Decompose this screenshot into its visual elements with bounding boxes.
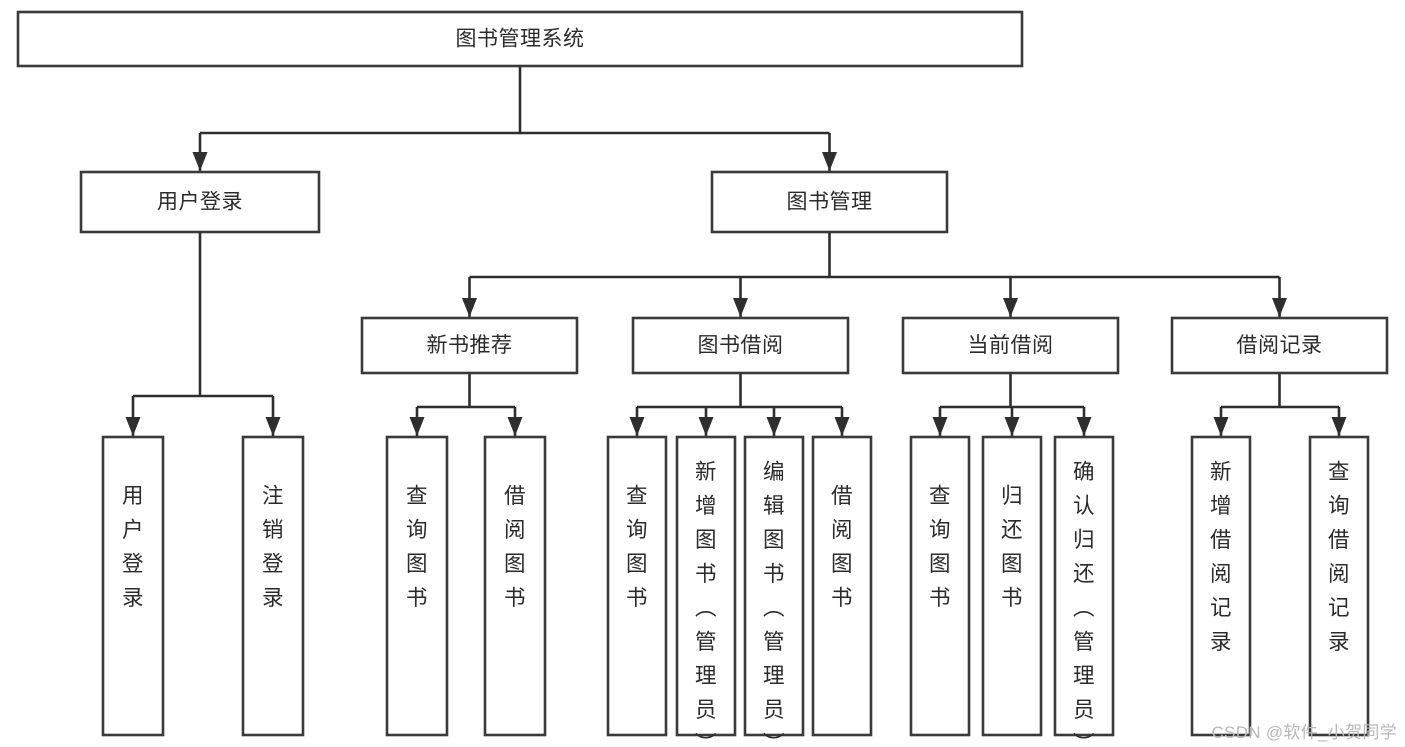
arrow-head-icon xyxy=(1003,298,1018,317)
node-label-leaf-query-book-cur: 查询图书 xyxy=(929,484,951,610)
node-label-leaf-edit-book: 编辑图书︵管理员︶ xyxy=(763,460,785,747)
arrow-head-icon xyxy=(507,417,523,436)
arrow-head-icon xyxy=(629,417,645,436)
node-label-book-borrow: 图书借阅 xyxy=(698,334,784,357)
node-leaf-user-login[interactable]: 用户登录 xyxy=(101,435,165,737)
arrow-head-icon xyxy=(192,152,208,171)
node-box-leaf-borrow-book xyxy=(811,435,873,737)
node-leaf-edit-book[interactable]: 编辑图书︵管理员︶ xyxy=(743,435,805,747)
node-label-leaf-user-login: 用户登录 xyxy=(122,484,144,610)
node-leaf-query-book-borrow[interactable]: 查询图书 xyxy=(606,435,668,737)
arrow-head-icon xyxy=(125,417,141,436)
node-box-leaf-query-record xyxy=(1308,435,1370,737)
node-label-leaf-logout: 注销登录 xyxy=(262,484,284,610)
arrow-head-icon xyxy=(822,152,837,171)
node-label-new-book-rec: 新书推荐 xyxy=(427,334,513,357)
node-label-leaf-confirm-return: 确认归还︵管理员︶ xyxy=(1073,460,1095,747)
node-new-book-rec[interactable]: 新书推荐 xyxy=(360,316,579,375)
arrow-head-icon xyxy=(1331,417,1347,436)
node-box-leaf-query-book-borrow xyxy=(606,435,668,737)
arrow-head-icon xyxy=(1004,417,1020,436)
node-box-root xyxy=(16,10,1024,68)
node-label-leaf-borrow-book: 借阅图书 xyxy=(831,484,853,610)
node-root[interactable]: 图书管理系统 xyxy=(16,10,1024,68)
node-borrow-record[interactable]: 借阅记录 xyxy=(1170,316,1389,375)
node-box-leaf-logout xyxy=(241,435,305,737)
node-box-leaf-add-book xyxy=(675,435,737,737)
node-leaf-add-record[interactable]: 新增借阅记录 xyxy=(1190,435,1252,737)
node-label-leaf-query-book-borrow: 查询图书 xyxy=(626,484,648,610)
node-box-current-borrow xyxy=(901,316,1120,375)
arrow-head-icon xyxy=(462,298,477,317)
node-label-leaf-query-book-rec: 查询图书 xyxy=(406,484,428,610)
node-leaf-confirm-return[interactable]: 确认归还︵管理员︶ xyxy=(1053,435,1115,747)
arrow-head-icon xyxy=(932,417,948,436)
csdn-watermark: CSDN @软件_小贺同学 xyxy=(1211,723,1397,742)
node-box-book-manage xyxy=(710,170,949,234)
node-leaf-query-book-rec[interactable]: 查询图书 xyxy=(385,435,449,737)
node-label-leaf-borrow-book-rec: 借阅图书 xyxy=(504,484,526,610)
node-label-current-borrow: 当前借阅 xyxy=(968,334,1054,357)
node-box-leaf-borrow-book-rec xyxy=(483,435,547,737)
node-box-leaf-edit-book xyxy=(743,435,805,737)
node-book-borrow[interactable]: 图书借阅 xyxy=(631,316,850,375)
arrow-head-icon xyxy=(698,417,714,436)
node-label-user-login: 用户登录 xyxy=(157,191,243,214)
arrow-head-icon xyxy=(409,417,425,436)
node-label-borrow-record: 借阅记录 xyxy=(1237,334,1323,357)
arrow-head-icon xyxy=(1076,417,1092,436)
arrow-head-icon xyxy=(834,417,850,436)
node-box-leaf-query-book-rec xyxy=(385,435,449,737)
node-label-leaf-add-book: 新增图书︵管理员︶ xyxy=(695,460,717,747)
node-box-leaf-confirm-return xyxy=(1053,435,1115,737)
arrow-head-icon xyxy=(766,417,782,436)
arrow-head-icon xyxy=(265,417,281,436)
node-leaf-logout[interactable]: 注销登录 xyxy=(241,435,305,737)
node-leaf-borrow-book[interactable]: 借阅图书 xyxy=(811,435,873,737)
node-leaf-query-book-cur[interactable]: 查询图书 xyxy=(909,435,971,737)
node-current-borrow[interactable]: 当前借阅 xyxy=(901,316,1120,375)
node-box-leaf-return-book xyxy=(981,435,1043,737)
node-box-user-login xyxy=(79,170,321,234)
node-label-book-manage: 图书管理 xyxy=(787,191,873,214)
node-layer: 图书管理系统用户登录图书管理新书推荐图书借阅当前借阅借阅记录用户登录注销登录查询… xyxy=(16,10,1389,747)
node-user-login[interactable]: 用户登录 xyxy=(79,170,321,234)
node-box-new-book-rec xyxy=(360,316,579,375)
node-label-leaf-add-record: 新增借阅记录 xyxy=(1210,460,1232,654)
arrow-head-icon xyxy=(733,298,748,317)
node-box-leaf-user-login xyxy=(101,435,165,737)
node-leaf-query-record[interactable]: 查询借阅记录 xyxy=(1308,435,1370,737)
arrow-head-icon xyxy=(1213,417,1229,436)
node-label-leaf-return-book: 归还图书 xyxy=(1001,484,1023,610)
connector-layer xyxy=(125,66,1347,436)
arrow-head-icon xyxy=(1272,298,1287,317)
node-box-leaf-query-book-cur xyxy=(909,435,971,737)
node-box-borrow-record xyxy=(1170,316,1389,375)
node-label-root: 图书管理系统 xyxy=(456,28,585,51)
node-leaf-borrow-book-rec[interactable]: 借阅图书 xyxy=(483,435,547,737)
node-leaf-return-book[interactable]: 归还图书 xyxy=(981,435,1043,737)
node-box-book-borrow xyxy=(631,316,850,375)
node-label-leaf-query-record: 查询借阅记录 xyxy=(1328,460,1350,654)
node-leaf-add-book[interactable]: 新增图书︵管理员︶ xyxy=(675,435,737,747)
node-book-manage[interactable]: 图书管理 xyxy=(710,170,949,234)
node-box-leaf-add-record xyxy=(1190,435,1252,737)
